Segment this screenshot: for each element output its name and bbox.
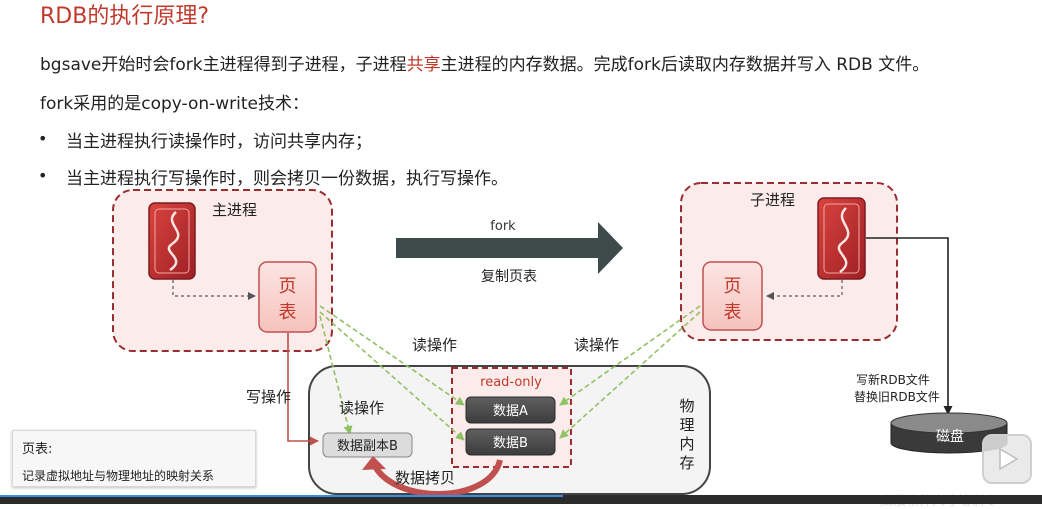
data-copy-arrowhead [362, 456, 386, 470]
bullet-dot-1: • [38, 129, 48, 148]
video-progress-fill [0, 495, 563, 497]
play-icon [999, 447, 1019, 471]
main-page-table-char-2: 表 [279, 302, 297, 323]
read-op-label-left: 读操作 [412, 336, 457, 354]
data-copy-arrow [370, 459, 503, 497]
data-b-label: 数据B [493, 436, 528, 451]
data-copy-b-label: 数据副本B [337, 439, 398, 454]
child-page-table-char-1: 页 [724, 276, 742, 297]
data-copy-b-block [322, 432, 413, 458]
data-a-label: 数据A [493, 404, 528, 419]
read-op-label-inner: 读操作 [339, 399, 384, 417]
data-b-block [465, 428, 556, 456]
child-read-line-b [559, 311, 701, 439]
write-rdb-line-1: 写新RDB文件 [856, 372, 930, 387]
write-line [287, 333, 319, 446]
legend-description: 记录虚拟地址与物理地址的映射关系 [22, 469, 215, 483]
bullet-dot-2: • [38, 166, 48, 185]
write-op-label: 写操作 [246, 388, 291, 406]
legend-title: 页表: [22, 442, 53, 457]
video-progress-track[interactable] [0, 495, 1042, 504]
main-read-line-a [319, 305, 465, 406]
child-page-table-char-2: 表 [724, 302, 742, 323]
bullet-item-1: 当主进程执行读操作时，访问共享内存； [66, 132, 372, 152]
write-rdb-line-2: 替换旧RDB文件 [854, 389, 940, 404]
data-a-block [465, 396, 556, 424]
intro-line-1-suffix: 主进程的内存数据。完成fork后读取内存数据并写入 RDB 文件。 [440, 55, 930, 75]
physical-memory-char-3: 内 [679, 435, 694, 453]
copy-page-table-label: 复制页表 [481, 268, 537, 285]
child-process-to-page-table [766, 280, 843, 300]
main-process-icon [148, 202, 196, 280]
child-process-icon [817, 197, 866, 280]
page-table-legend: 页表: 记录虚拟地址与物理地址的映射关系 [12, 430, 256, 487]
data-copy-label: 数据拷贝 [395, 469, 455, 487]
intro-line-1-prefix: bgsave开始时会fork主进程得到子进程，子进程 [40, 55, 407, 75]
disk-label: 磁盘 [936, 428, 964, 445]
bullet-item-2: 当主进程执行写操作时，则会拷贝一份数据，执行写操作。 [66, 169, 508, 189]
main-page-table-char-1: 页 [279, 276, 297, 297]
main-read-line-copy [319, 315, 353, 435]
video-play-button[interactable] [982, 434, 1032, 484]
child-page-table [702, 261, 763, 331]
child-to-disk-line [866, 237, 953, 415]
main-page-table [258, 261, 317, 333]
physical-memory-char-1: 物 [679, 397, 694, 415]
child-read-line-a [559, 305, 701, 406]
main-read-line-b [319, 311, 465, 441]
child-process-label: 子进程 [750, 191, 795, 209]
page-title: RDB的执行原理? [40, 4, 209, 29]
intro-line-1-highlight: 共享 [406, 55, 441, 75]
read-only-label: read-only [480, 375, 542, 390]
physical-memory-char-4: 存 [679, 454, 694, 472]
physical-memory-char-2: 理 [679, 416, 694, 434]
fork-label: fork [490, 219, 516, 234]
intro-line-1: bgsave开始时会fork主进程得到子进程，子进程共享主进程的内存数据。完成f… [40, 50, 929, 75]
read-op-label-right: 读操作 [574, 336, 619, 354]
fork-arrow [396, 222, 623, 274]
intro-line-2: fork采用的是copy-on-write技术： [40, 94, 310, 114]
main-process-label: 主进程 [212, 201, 257, 219]
